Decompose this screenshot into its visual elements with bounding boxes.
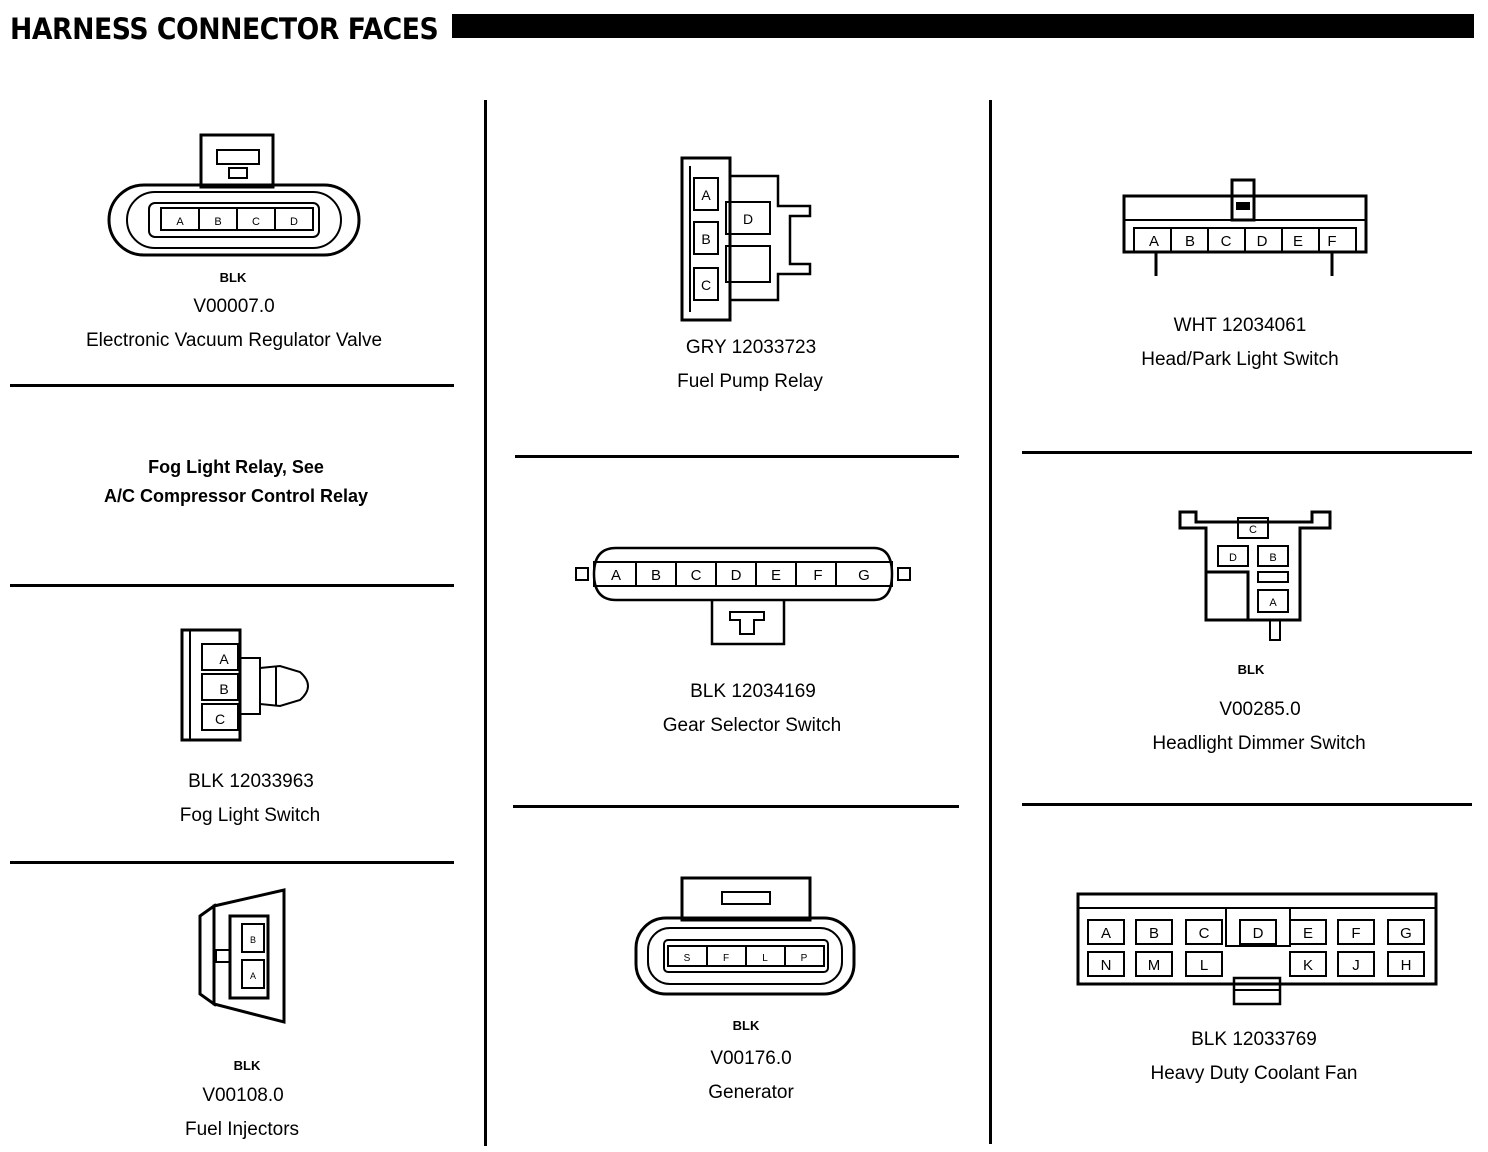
pin-label: B (250, 935, 256, 945)
pin-label: B (1185, 233, 1195, 250)
fuel-injectors-part: V00108.0 (202, 1085, 284, 1106)
row-divider (10, 584, 454, 587)
pin-label: A (701, 187, 711, 203)
pin-label: E (1303, 925, 1313, 942)
dimmer-part: V00285.0 (1219, 699, 1301, 720)
pin-label: K (1303, 957, 1313, 974)
gear-selector-connector-diagram: A B C D E F G (575, 546, 911, 646)
fuel-pump-relay-name: Fuel Pump Relay (677, 371, 823, 392)
row-divider (515, 455, 959, 458)
pin-label: G (858, 567, 870, 584)
pin-label: D (1253, 925, 1264, 942)
evrv-name: Electronic Vacuum Regulator Valve (85, 330, 383, 351)
pin-label: B (219, 681, 228, 697)
column-divider-left (484, 100, 487, 1146)
title-rule (452, 14, 1474, 38)
generator-part: V00176.0 (710, 1048, 792, 1069)
head-park-name: Head/Park Light Switch (1141, 349, 1339, 370)
pin-label: D (731, 567, 742, 584)
fuel-pump-relay-connector-diagram: A B C D (680, 156, 812, 322)
pin-label: D (1229, 552, 1237, 564)
pin-label: B (1269, 552, 1276, 564)
pin-label: D (743, 211, 753, 227)
fuel-injectors-connector-diagram: B A (198, 888, 286, 1024)
pin-label: G (1400, 925, 1412, 942)
pin-label: F (813, 567, 822, 584)
fog-relay-note-line1: Fog Light Relay, See (148, 457, 324, 477)
pin-label: F (723, 953, 729, 964)
page-title: HARNESS CONNECTOR FACES (10, 12, 439, 46)
pin-label: M (1148, 957, 1161, 974)
pin-label: F (1327, 233, 1336, 250)
generator-color: BLK (732, 1018, 760, 1033)
pin-label: D (1257, 233, 1268, 250)
fog-relay-note-line2: A/C Compressor Control Relay (103, 486, 369, 506)
pin-label: S (684, 953, 691, 964)
gear-selector-name: Gear Selector Switch (662, 715, 842, 736)
pin-label: L (1200, 957, 1208, 974)
fog-switch-name: Fog Light Switch (179, 805, 321, 826)
pin-label: B (214, 216, 221, 228)
fog-switch-connector-diagram: A B C (180, 628, 309, 742)
head-park-connector-diagram: A B C D E F (1122, 178, 1368, 276)
evrv-color: BLK (219, 270, 247, 285)
pin-label: C (1221, 233, 1232, 250)
column-divider-right (989, 100, 992, 1144)
pin-label: C (691, 567, 702, 584)
pin-label: C (1249, 524, 1257, 536)
pin-label: B (651, 567, 661, 584)
dimmer-connector-diagram: C D B A (1178, 510, 1332, 641)
row-divider (513, 805, 959, 808)
pin-label: A (1101, 925, 1111, 942)
coolant-fan-connector-diagram: A B C D E F G N M L K J H (1076, 892, 1438, 1006)
pin-label: A (1149, 233, 1159, 250)
pin-label: E (771, 567, 781, 584)
dimmer-color: BLK (1237, 662, 1265, 677)
row-divider (10, 861, 454, 864)
pin-label: C (1199, 925, 1210, 942)
fuel-pump-relay-part: GRY 12033723 (685, 337, 817, 358)
fuel-injectors-name: Fuel Injectors (184, 1119, 300, 1140)
pin-label: P (801, 953, 808, 964)
pin-label: A (250, 971, 256, 981)
row-divider (10, 384, 454, 387)
pin-label: A (1269, 597, 1277, 609)
pin-label: A (611, 567, 621, 584)
gear-selector-part: BLK 12034169 (690, 681, 816, 702)
coolant-fan-name: Heavy Duty Coolant Fan (1150, 1063, 1358, 1084)
pin-label: D (290, 216, 298, 228)
pin-label: C (215, 711, 225, 727)
evrv-part: V00007.0 (193, 296, 275, 317)
pin-label: A (176, 216, 184, 228)
pin-label: L (762, 953, 768, 964)
pin-label: C (701, 277, 711, 293)
pin-label: J (1352, 957, 1360, 974)
pin-label: E (1293, 233, 1303, 250)
row-divider (1022, 451, 1472, 454)
pin-label: B (701, 231, 710, 247)
dimmer-name: Headlight Dimmer Switch (1152, 733, 1366, 754)
evrv-connector-diagram: A B C D (107, 133, 361, 257)
pin-label: B (1149, 925, 1159, 942)
head-park-part: WHT 12034061 (1173, 315, 1307, 336)
pin-label: C (252, 216, 260, 228)
generator-connector-diagram: S F L P (634, 876, 856, 996)
pin-label: N (1101, 957, 1112, 974)
fuel-injectors-color: BLK (233, 1058, 261, 1073)
fog-switch-part: BLK 12033963 (188, 771, 314, 792)
pin-label: F (1351, 925, 1360, 942)
pin-label: A (219, 651, 229, 667)
pin-label: H (1401, 957, 1412, 974)
generator-name: Generator (708, 1082, 794, 1103)
row-divider (1022, 803, 1472, 806)
coolant-fan-part: BLK 12033769 (1191, 1029, 1317, 1050)
